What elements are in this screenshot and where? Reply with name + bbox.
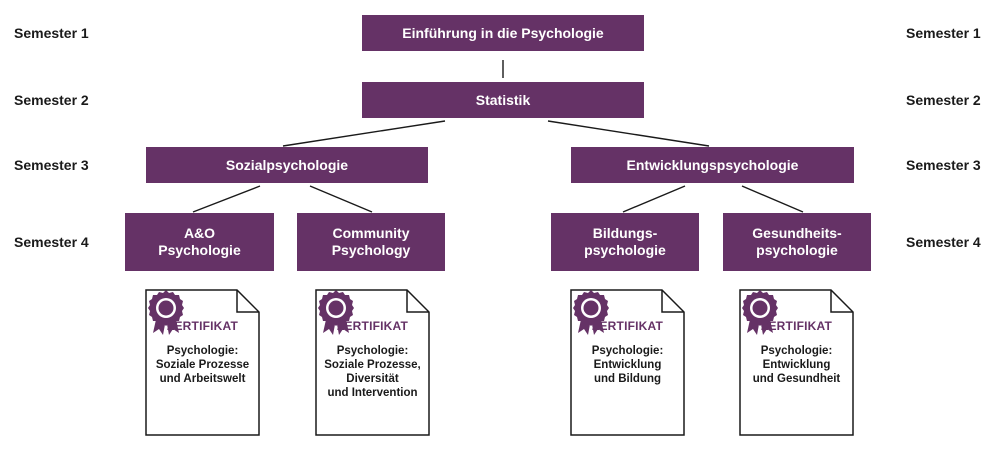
module-bildungspsychologie: Bildungs- psychologie (551, 213, 699, 271)
certificate-soziale-prozesse-diversitaet: ZERTIFIKAT Psychologie: Soziale Prozesse… (315, 289, 430, 459)
semester-label-right-1: Semester 1 (906, 25, 981, 41)
certificate-label: ZERTIFIKAT (591, 319, 664, 333)
semester-label-right-3: Semester 3 (906, 157, 981, 173)
module-ao-psychologie-label: A&O Psychologie (158, 225, 241, 258)
certificate-title: Psychologie: Entwicklung und Gesundheit (752, 345, 841, 385)
semester-label-right-4: Semester 4 (906, 234, 981, 250)
certificate-label: ZERTIFIKAT (760, 319, 833, 333)
connector-sozial-community (309, 185, 373, 213)
connector-entwicklung-gesundheit (741, 185, 804, 213)
module-einfuehrung-label: Einführung in die Psychologie (402, 24, 604, 41)
module-community-psychology-label: Community Psychology (331, 225, 411, 258)
semester-label-left-4: Semester 4 (14, 234, 89, 250)
connector-statistik-entwicklung (547, 120, 710, 147)
certificate-soziale-prozesse-arbeitswelt: ZERTIFIKAT Psychologie: Soziale Prozesse… (145, 289, 260, 459)
module-entwicklungspsychologie: Entwicklungspsychologie (571, 147, 854, 183)
module-sozialpsychologie-label: Sozialpsychologie (225, 156, 349, 173)
module-einfuehrung: Einführung in die Psychologie (362, 15, 644, 51)
semester-label-left-1: Semester 1 (14, 25, 89, 41)
certificate-title: Psychologie: Soziale Prozesse, Diversitä… (324, 345, 421, 399)
module-community-psychology: Community Psychology (297, 213, 445, 271)
award-ribbon-icon (318, 290, 354, 335)
certificate-label: ZERTIFIKAT (166, 319, 239, 333)
semester-label-left-3: Semester 3 (14, 157, 89, 173)
certificate-title: Psychologie: Entwicklung und Bildung (591, 345, 664, 385)
award-ribbon-icon (573, 290, 609, 335)
semester-label-right-2: Semester 2 (906, 92, 981, 108)
connector-statistik-sozial (282, 120, 446, 147)
certificate-entwicklung-gesundheit: ZERTIFIKAT Psychologie: Entwicklung und … (739, 289, 854, 459)
semester-label-left-2: Semester 2 (14, 92, 89, 108)
module-bildungspsychologie-label: Bildungs- psychologie (584, 225, 666, 258)
award-ribbon-icon (742, 290, 778, 335)
module-gesundheitspsychologie-label: Gesundheits- psychologie (752, 225, 842, 258)
certificate-title: Psychologie: Soziale Prozesse und Arbeit… (155, 345, 250, 385)
certificate-entwicklung-bildung: ZERTIFIKAT Psychologie: Entwicklung und … (570, 289, 685, 459)
module-ao-psychologie: A&O Psychologie (125, 213, 274, 271)
module-statistik-label: Statistik (475, 91, 531, 108)
module-entwicklungspsychologie-label: Entwicklungspsychologie (626, 156, 799, 173)
module-statistik: Statistik (362, 82, 644, 118)
module-gesundheitspsychologie: Gesundheits- psychologie (723, 213, 871, 271)
connector-entwicklung-bildung (622, 185, 686, 213)
module-sozialpsychologie: Sozialpsychologie (146, 147, 428, 183)
certificate-label: ZERTIFIKAT (336, 319, 409, 333)
connector-sozial-ao (192, 185, 261, 213)
award-ribbon-icon (148, 290, 184, 335)
